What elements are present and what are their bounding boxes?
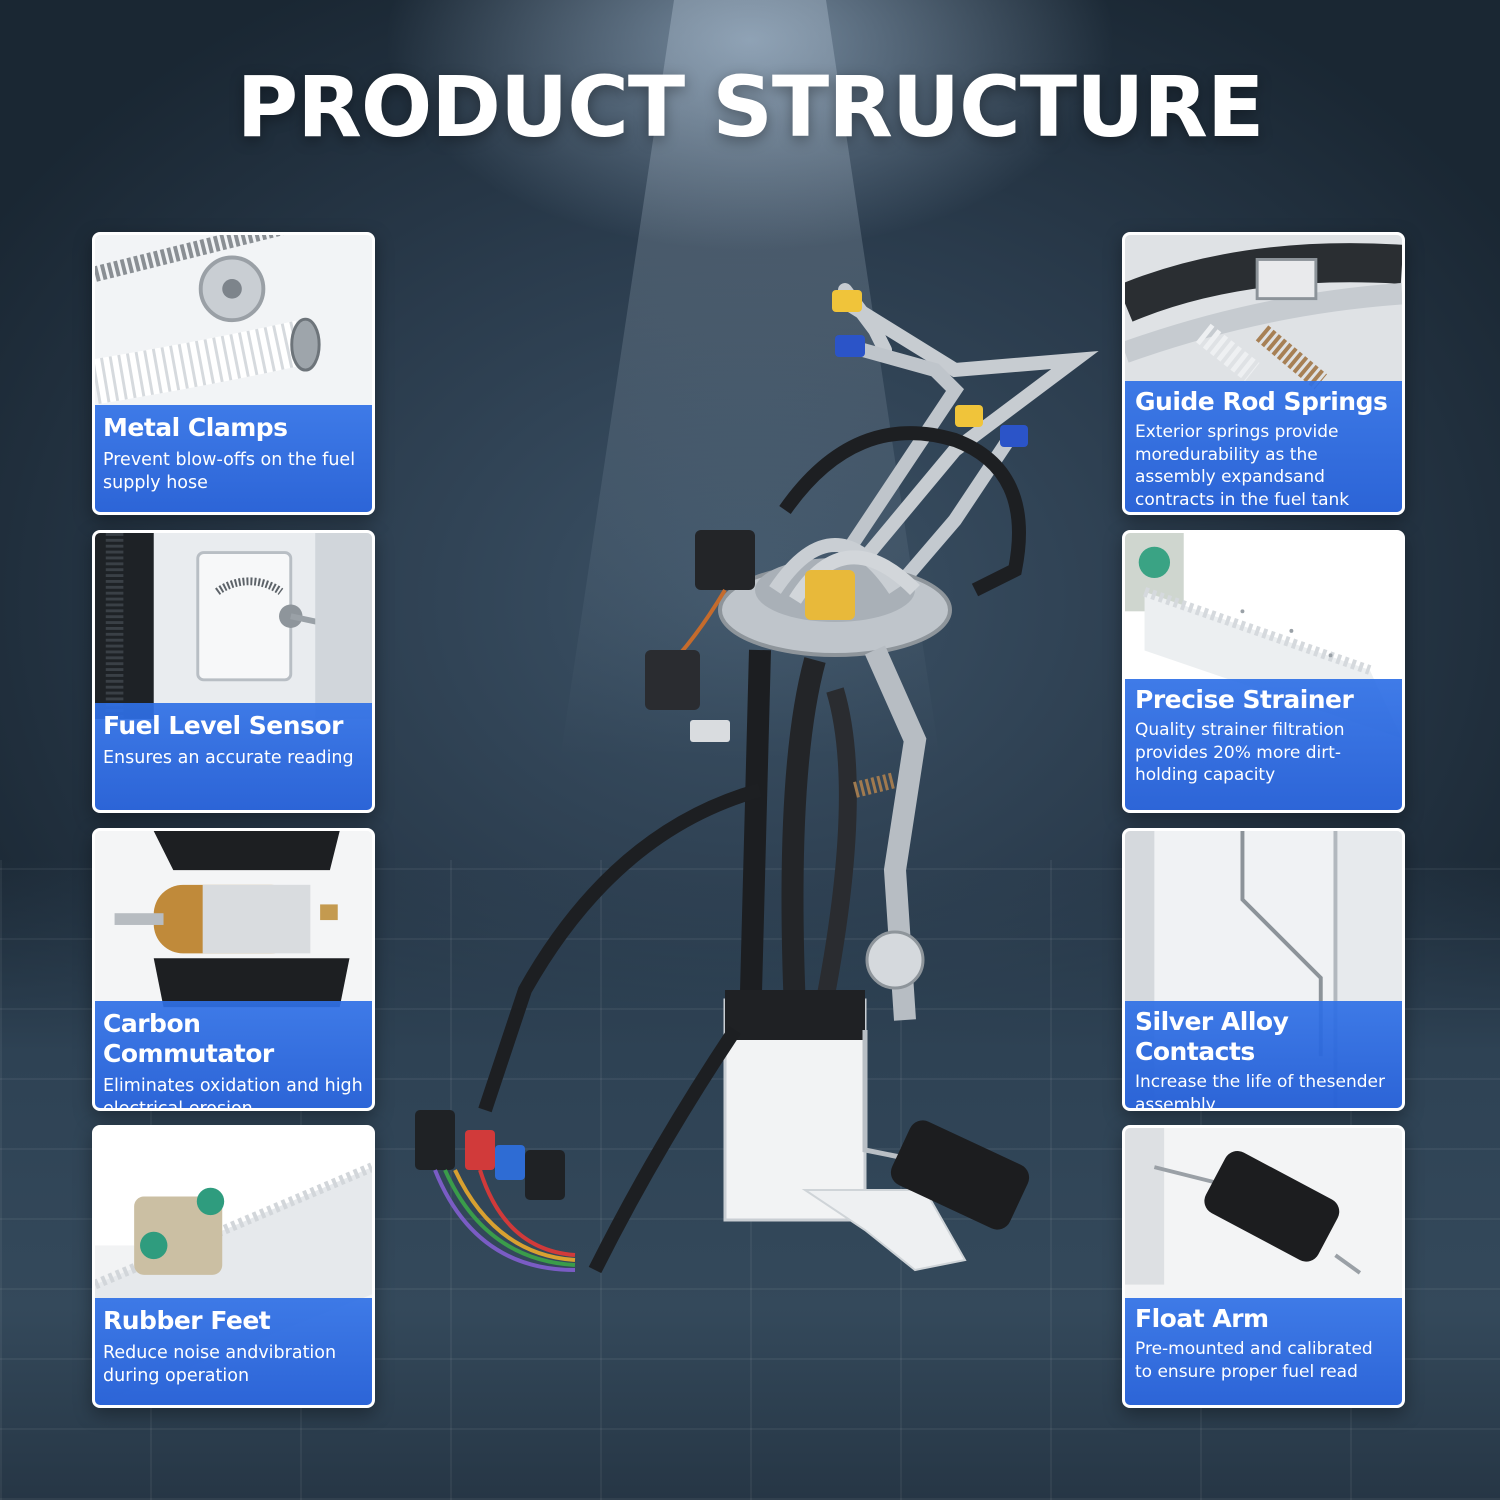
feature-card-carbon-commutator: Carbon Commutator Eliminates oxidation a… bbox=[92, 828, 375, 1111]
feature-caption: Rubber Feet Reduce noise andvibration du… bbox=[95, 1298, 372, 1405]
feature-description: Exterior springs provide moredurability … bbox=[1135, 422, 1350, 510]
feature-description: Eliminates oxidation and high electrical… bbox=[103, 1076, 363, 1111]
feature-name: Metal Clamps bbox=[103, 413, 288, 442]
feature-name: Rubber Feet bbox=[103, 1306, 271, 1335]
feature-caption: Precise Strainer Quality strainer filtra… bbox=[1125, 679, 1402, 810]
feature-card-guide-rod-springs: Guide Rod Springs Exterior springs provi… bbox=[1122, 232, 1405, 515]
page-title: PRODUCT STRUCTURE bbox=[236, 58, 1265, 156]
feature-caption: Fuel Level Sensor Ensures an accurate re… bbox=[95, 703, 372, 810]
feature-description: Quality strainer filtration provides 20%… bbox=[1135, 720, 1345, 786]
feature-card-precise-strainer: Precise Strainer Quality strainer filtra… bbox=[1122, 530, 1405, 813]
feature-caption: Guide Rod Springs Exterior springs provi… bbox=[1125, 381, 1402, 512]
feature-card-float-arm: Float Arm Pre-mounted and calibrated to … bbox=[1122, 1125, 1405, 1408]
feature-caption: Carbon Commutator Eliminates oxidation a… bbox=[95, 1001, 372, 1108]
feature-description: Reduce noise andvibration during operati… bbox=[103, 1343, 337, 1386]
blue-cap-icon bbox=[835, 335, 865, 357]
feature-card-metal-clamps: Metal Clamps Prevent blow-offs on the fu… bbox=[92, 232, 375, 515]
yellow-cap-icon bbox=[832, 290, 862, 312]
feature-card-silver-alloy-contacts: Silver Alloy Contacts Increase the life … bbox=[1122, 828, 1405, 1111]
feature-name: Fuel Level Sensor bbox=[103, 711, 343, 740]
feature-caption: Metal Clamps Prevent blow-offs on the fu… bbox=[95, 405, 372, 512]
blue-cap-icon bbox=[1000, 425, 1028, 447]
feature-description: Ensures an accurate reading bbox=[103, 748, 354, 768]
feature-description: Pre-mounted and calibrated to ensure pro… bbox=[1135, 1339, 1373, 1382]
yellow-cap-icon bbox=[955, 405, 983, 427]
feature-description: Increase the life of thesender assembly bbox=[1135, 1072, 1385, 1111]
feature-caption: Float Arm Pre-mounted and calibrated to … bbox=[1125, 1298, 1402, 1405]
feature-description: Prevent blow-offs on the fuel supply hos… bbox=[103, 450, 356, 493]
yellow-connector-icon bbox=[805, 570, 855, 620]
feature-name: Precise Strainer bbox=[1135, 685, 1354, 714]
feature-card-rubber-feet: Rubber Feet Reduce noise andvibration du… bbox=[92, 1125, 375, 1408]
feature-caption: Silver Alloy Contacts Increase the life … bbox=[1125, 1001, 1402, 1108]
feature-name: Guide Rod Springs bbox=[1135, 387, 1388, 416]
feature-name: Carbon Commutator bbox=[103, 1009, 274, 1068]
float-icon bbox=[890, 1120, 1030, 1230]
fuel-pump-assembly-image bbox=[415, 283, 1099, 1274]
feature-name: Silver Alloy Contacts bbox=[1135, 1007, 1289, 1066]
feature-name: Float Arm bbox=[1135, 1304, 1269, 1333]
feature-card-fuel-level-sensor: Fuel Level Sensor Ensures an accurate re… bbox=[92, 530, 375, 813]
